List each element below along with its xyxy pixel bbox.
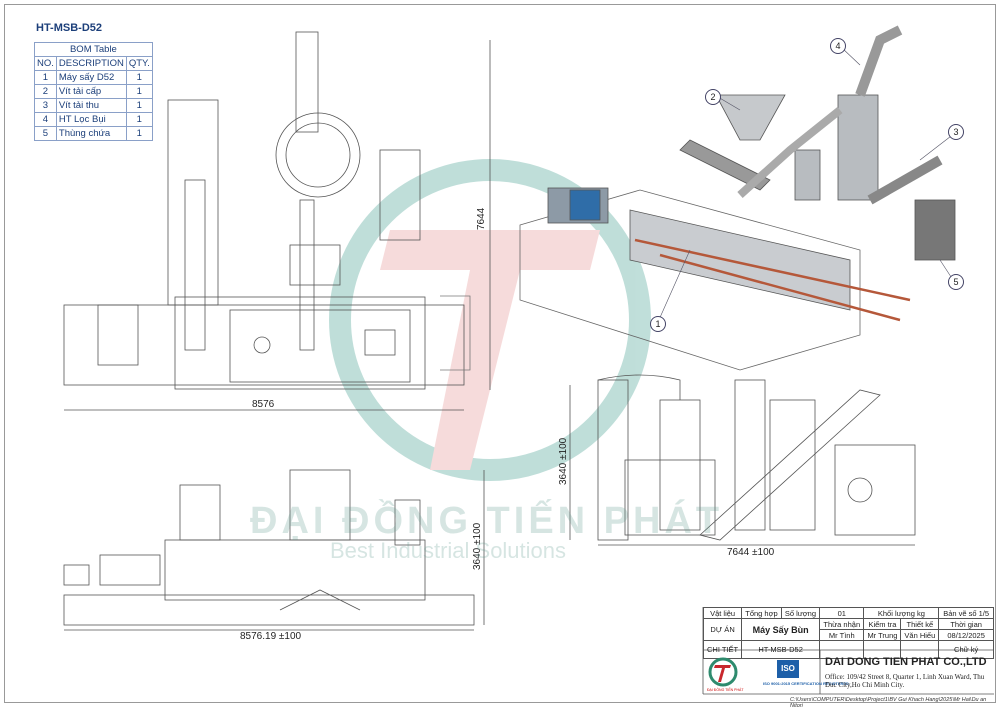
bom-qty: 1 bbox=[125, 126, 153, 141]
bom-desc: Thùng chứa bbox=[55, 126, 127, 141]
bom-no: 5 bbox=[34, 126, 57, 141]
callout-5: 5 bbox=[948, 274, 964, 290]
value: 01 bbox=[819, 607, 865, 619]
callout-4: 4 bbox=[830, 38, 846, 54]
value: Văn Hiếu bbox=[900, 629, 940, 641]
label: Kiểm tra bbox=[863, 618, 902, 630]
watermark-name: ĐẠI ĐỒNG TIẾN PHÁT bbox=[250, 500, 724, 542]
dim-top-height: 7644 bbox=[476, 207, 487, 230]
value: Tổng hợp bbox=[741, 607, 782, 619]
value: HT-MSB-D52 bbox=[741, 640, 821, 659]
label: Chữ ký bbox=[938, 640, 994, 659]
label: Thiết kế bbox=[900, 618, 940, 630]
callout-3: 3 bbox=[948, 124, 964, 140]
label: Thừa nhận bbox=[819, 618, 865, 630]
value: Mr Trung bbox=[863, 629, 902, 641]
company-address: Office: 109/42 Street 8, Quarter 1, Linh… bbox=[825, 673, 985, 689]
front-view bbox=[63, 469, 485, 631]
company-name: DAI DONG TIEN PHAT CO.,LTD bbox=[825, 656, 987, 668]
callout-1: 1 bbox=[650, 316, 666, 332]
label: Khối lượng kg bbox=[863, 607, 940, 619]
side-view bbox=[569, 374, 916, 546]
label: Số lượng bbox=[780, 607, 821, 619]
dim-top-width: 8576 bbox=[252, 399, 275, 410]
top-view bbox=[63, 31, 491, 411]
dim-side-height: 3640 ±100 bbox=[558, 437, 569, 485]
watermark-slogan: Best Industrial Solutions bbox=[330, 538, 567, 563]
drawing-frame bbox=[4, 4, 996, 703]
label: Vật liệu bbox=[702, 607, 743, 619]
value: Bản vẽ số 1/5 bbox=[938, 607, 994, 619]
callout-2: 2 bbox=[705, 89, 721, 105]
logo-text: ĐẠI ĐỒNG TIẾN PHÁT bbox=[707, 688, 744, 692]
label: DỰ ÁN bbox=[702, 618, 743, 641]
date: 08/12/2025 bbox=[938, 629, 994, 641]
value: Mr Tình bbox=[819, 629, 865, 641]
label: Thời gian bbox=[938, 618, 994, 630]
isometric-view bbox=[519, 25, 956, 371]
file-path: C:\Users\COMPUTER\Desktop\Project1\BV Gu… bbox=[790, 697, 987, 709]
drawing-title: HT-MSB-D52 bbox=[36, 22, 103, 34]
iso-badge: ISO bbox=[777, 660, 799, 678]
iso-caption: ISO 9001:2015 CERTIFICATION REGISTERED bbox=[763, 681, 849, 686]
dim-side-width: 7644 ±100 bbox=[727, 547, 775, 558]
project-name: Máy Sấy Bùn bbox=[741, 618, 821, 641]
label: CHI TIẾT bbox=[702, 640, 743, 659]
company-logo-icon bbox=[708, 657, 738, 687]
dim-front-width: 8576.19 ±100 bbox=[240, 631, 302, 642]
